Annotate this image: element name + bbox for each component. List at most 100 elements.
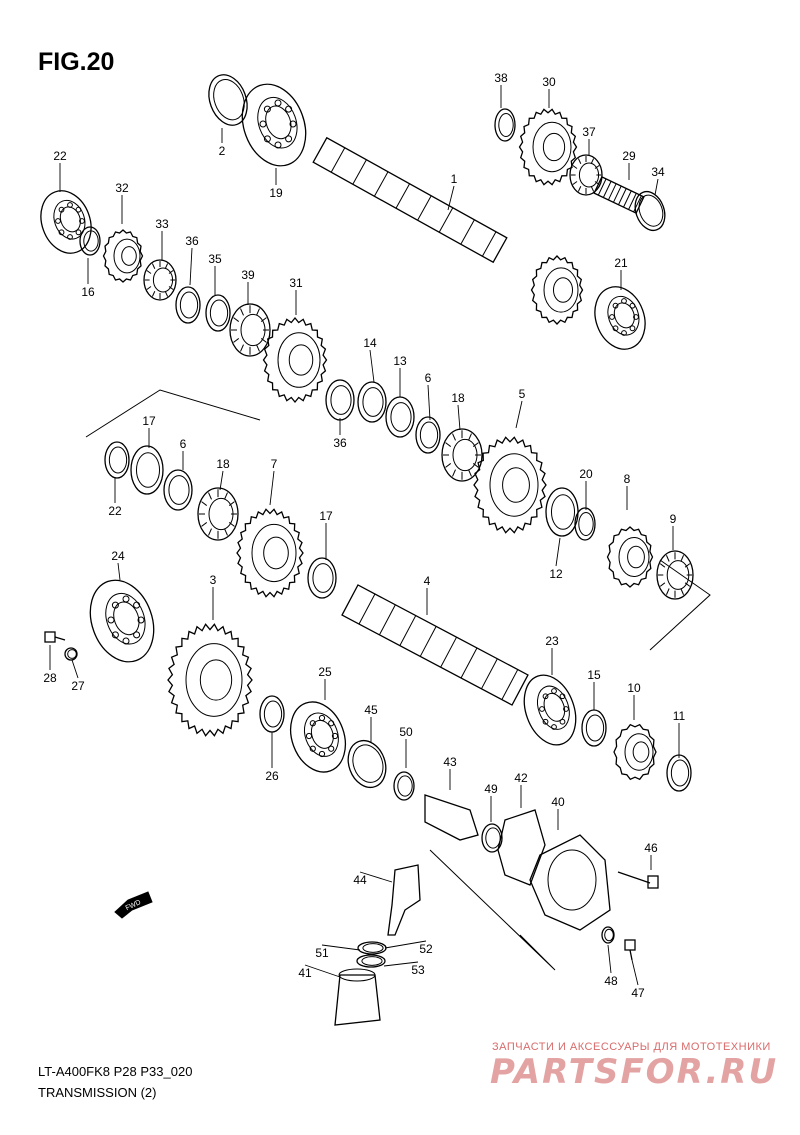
group-outline-speedo: [429, 849, 556, 971]
leader-line: [189, 247, 193, 286]
callout-42: 42: [514, 771, 528, 785]
callout-2: 2: [219, 144, 226, 158]
callout-15: 15: [587, 668, 601, 682]
leader-line: [369, 349, 375, 383]
callout-23: 23: [545, 634, 559, 648]
washer-26: [259, 695, 285, 733]
gear-32: [102, 229, 144, 283]
gear-5: [473, 436, 547, 534]
washer-12: [545, 487, 579, 537]
callout-27: 27: [71, 679, 85, 693]
leader-line: [447, 185, 455, 211]
callout-26: 26: [265, 769, 279, 783]
leader-line: [71, 659, 79, 679]
callout-3: 3: [210, 573, 217, 587]
gear-43: [424, 794, 479, 841]
washer-48: [601, 926, 615, 944]
gear-7: [236, 508, 304, 598]
callout-12: 12: [549, 567, 563, 581]
callout-39: 39: [241, 268, 255, 282]
circlip-20: [574, 507, 596, 541]
callout-21: 21: [614, 256, 628, 270]
callout-1: 1: [451, 172, 458, 186]
leader-line: [654, 178, 659, 196]
callout-5: 5: [519, 387, 526, 401]
callout-35: 35: [208, 252, 222, 266]
gear-10: [613, 723, 657, 781]
callout-36: 36: [333, 436, 347, 450]
callout-51: 51: [315, 946, 329, 960]
callout-4: 4: [424, 574, 431, 588]
callout-25: 25: [318, 665, 332, 679]
callout-8: 8: [624, 472, 631, 486]
callout-24: 24: [111, 549, 125, 563]
washer-13: [385, 396, 415, 438]
housing-41: [334, 968, 381, 1026]
leader-line: [607, 944, 612, 974]
callout-40: 40: [551, 795, 565, 809]
watermark-tagline: ЗАПЧАСТИ И АКСЕССУАРЫ ДЛЯ МОТОТЕХНИКИ: [492, 1041, 771, 1053]
washer-27: [64, 647, 78, 661]
callout-17: 17: [142, 414, 156, 428]
circlip-22b: [104, 441, 130, 479]
bearing-23: [523, 674, 577, 746]
callout-18: 18: [216, 457, 230, 471]
callout-6: 6: [425, 371, 432, 385]
leader-line: [359, 871, 393, 883]
bearing-24: [89, 579, 155, 663]
washer-36a: [175, 286, 201, 324]
leader-line: [321, 944, 361, 951]
callout-36: 36: [185, 234, 199, 248]
leader-line: [304, 964, 341, 978]
gear-1b: [530, 255, 584, 325]
oring-51: [357, 941, 387, 955]
gear-44: [387, 864, 421, 936]
callout-18: 18: [451, 391, 465, 405]
callout-16: 16: [81, 285, 95, 299]
callout-29: 29: [622, 149, 636, 163]
leader-line: [631, 959, 639, 986]
callout-17: 17: [319, 509, 333, 523]
washer-36b: [325, 379, 355, 421]
ring-6b: [163, 469, 193, 511]
needle-33: [143, 259, 177, 301]
callout-53: 53: [411, 963, 425, 977]
bushing-45: [347, 739, 387, 789]
leader-line: [555, 537, 561, 567]
callout-10: 10: [627, 681, 641, 695]
callout-48: 48: [604, 974, 618, 988]
leader-line: [384, 940, 427, 949]
callout-38: 38: [494, 71, 508, 85]
callout-43: 43: [443, 755, 457, 769]
callout-9: 9: [670, 512, 677, 526]
washer-17b: [307, 557, 337, 599]
diagram-title: TRANSMISSION (2): [38, 1085, 157, 1100]
gear-30: [518, 108, 578, 186]
callout-20: 20: [579, 467, 593, 481]
leader-line: [219, 470, 224, 491]
leader-line: [457, 404, 461, 431]
callout-47: 47: [631, 986, 645, 1000]
callout-45: 45: [364, 703, 378, 717]
gear-31: [262, 316, 328, 404]
callout-19: 19: [269, 186, 283, 200]
callout-44: 44: [353, 873, 367, 887]
callout-14: 14: [363, 336, 377, 350]
callout-32: 32: [115, 181, 129, 195]
callout-34: 34: [651, 165, 665, 179]
bolt-47: [624, 939, 636, 961]
circlip-11: [666, 754, 692, 792]
ring-6a: [415, 416, 441, 454]
washer-14: [357, 381, 387, 423]
leader-line: [383, 961, 419, 967]
needle-18a: [441, 428, 483, 482]
leader-line: [117, 562, 121, 581]
needle-39: [229, 303, 271, 357]
seal-2: [208, 74, 248, 126]
figure-title: FIG.20: [38, 48, 115, 76]
oring-53: [356, 954, 386, 968]
callout-13: 13: [393, 354, 407, 368]
callout-31: 31: [289, 276, 303, 290]
washer-17a: [130, 445, 164, 495]
